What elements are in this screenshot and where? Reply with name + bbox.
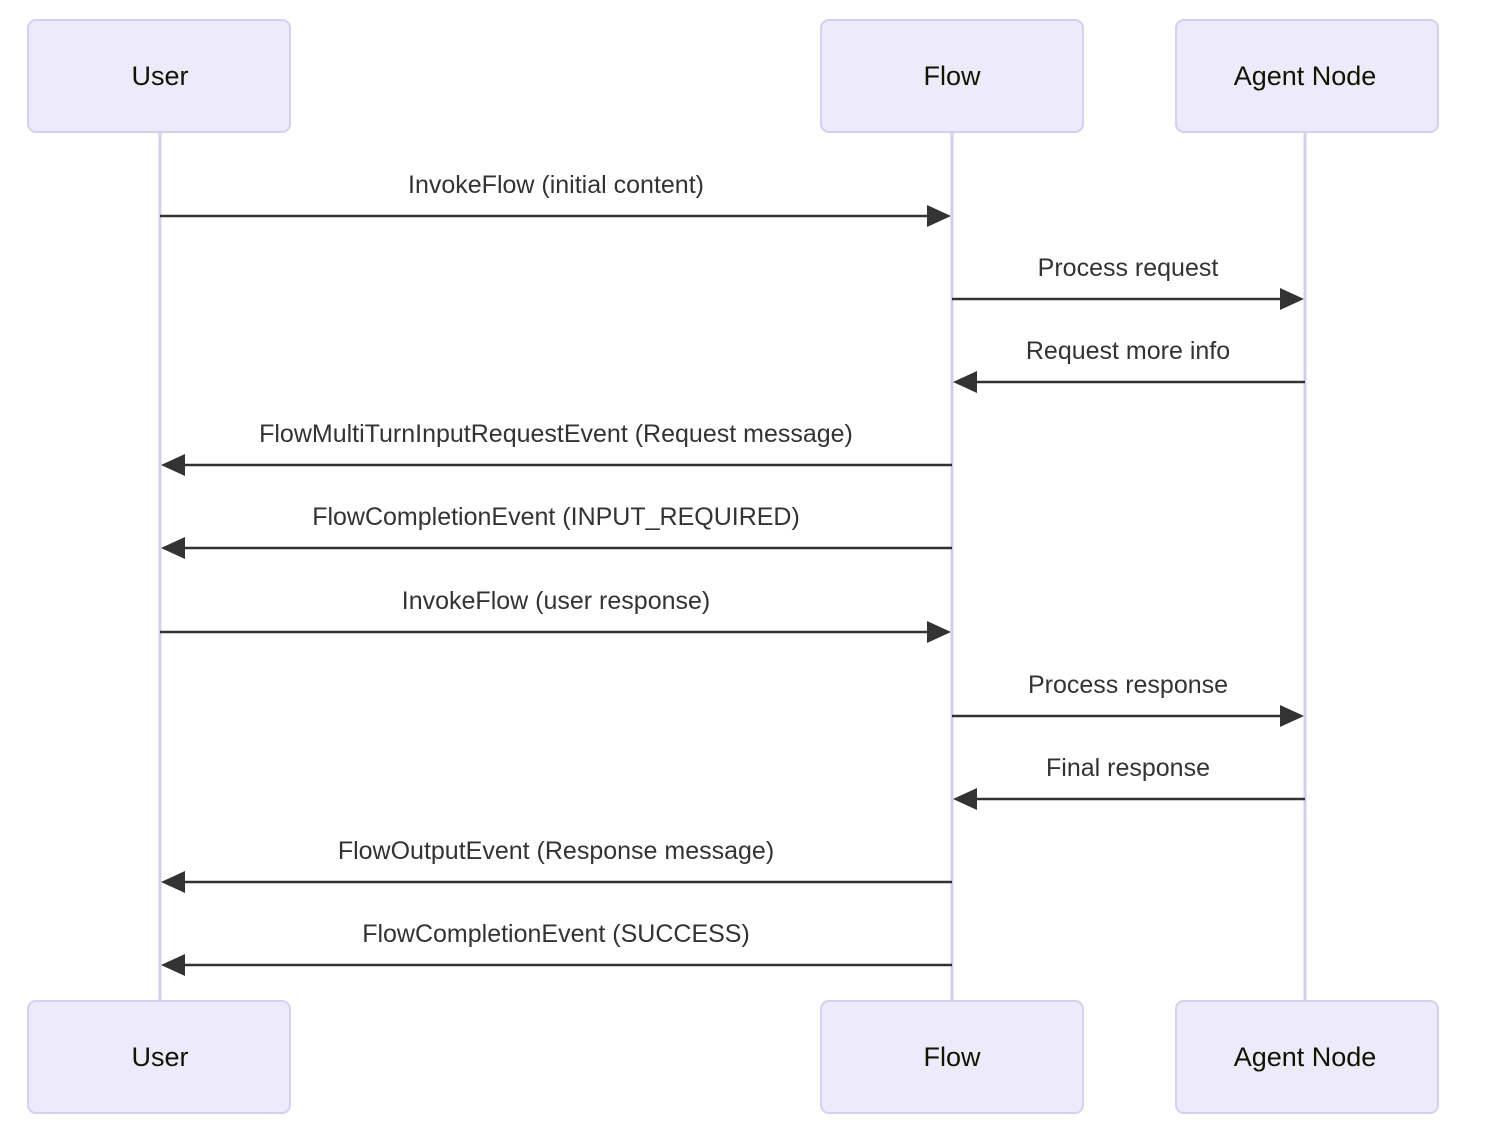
actor-box-agent-bottom[interactable]: Agent Node <box>1175 1000 1439 1114</box>
message-label: Process request <box>1038 254 1219 282</box>
actor-rect <box>1175 1000 1439 1114</box>
message-1[interactable]: InvokeFlow (initial content) <box>160 171 951 227</box>
actor-boxes-bottom: User Flow Agent Node <box>27 1000 1439 1114</box>
message-10[interactable]: FlowCompletionEvent (SUCCESS) <box>161 920 952 976</box>
message-label: FlowOutputEvent (Response message) <box>338 837 774 865</box>
arrowhead-left <box>161 454 185 476</box>
actor-label-agent-bottom: Agent Node <box>1234 1042 1377 1072</box>
arrowhead-right <box>1280 705 1304 727</box>
actor-box-flow-top[interactable]: Flow <box>820 19 1084 133</box>
actor-rect <box>820 1000 1084 1114</box>
message-label: Final response <box>1046 754 1210 782</box>
message-6[interactable]: InvokeFlow (user response) <box>160 587 951 643</box>
message-label: FlowCompletionEvent (SUCCESS) <box>362 920 750 948</box>
message-2[interactable]: Process request <box>952 254 1304 310</box>
arrowhead-left <box>161 954 185 976</box>
actor-label-flow-top: Flow <box>923 61 981 91</box>
message-4[interactable]: FlowMultiTurnInputRequestEvent (Request … <box>161 420 952 476</box>
actor-box-user-bottom[interactable]: User <box>27 1000 291 1114</box>
message-3[interactable]: Request more info <box>953 337 1305 393</box>
message-label: FlowCompletionEvent (INPUT_REQUIRED) <box>312 503 800 531</box>
arrowhead-left <box>953 371 977 393</box>
arrowhead-left <box>161 537 185 559</box>
actor-label-agent-top: Agent Node <box>1234 61 1377 91</box>
actor-box-agent-top[interactable]: Agent Node <box>1175 19 1439 133</box>
actor-rect <box>820 19 1084 133</box>
actor-boxes-top: User Flow Agent Node <box>27 19 1439 133</box>
actor-box-user-top[interactable]: User <box>27 19 291 133</box>
message-7[interactable]: Process response <box>952 671 1304 727</box>
arrowhead-left <box>953 788 977 810</box>
arrowhead-right <box>927 205 951 227</box>
message-9[interactable]: FlowOutputEvent (Response message) <box>161 837 952 893</box>
arrowhead-left <box>161 871 185 893</box>
message-label: Process response <box>1028 671 1228 699</box>
message-5[interactable]: FlowCompletionEvent (INPUT_REQUIRED) <box>161 503 952 559</box>
actor-rect <box>27 1000 291 1114</box>
actor-label-user-top: User <box>131 61 188 91</box>
arrowhead-right <box>927 621 951 643</box>
messages-group: InvokeFlow (initial content) Process req… <box>160 171 1305 976</box>
message-label: FlowMultiTurnInputRequestEvent (Request … <box>259 420 853 448</box>
arrowhead-right <box>1280 288 1304 310</box>
message-label: InvokeFlow (initial content) <box>408 171 704 199</box>
actor-rect <box>1175 19 1439 133</box>
actor-rect <box>27 19 291 133</box>
actor-label-flow-bottom: Flow <box>923 1042 981 1072</box>
actor-label-user-bottom: User <box>131 1042 188 1072</box>
message-8[interactable]: Final response <box>953 754 1305 810</box>
message-label: Request more info <box>1026 337 1230 365</box>
message-label: InvokeFlow (user response) <box>402 587 710 615</box>
lifelines-group <box>158 132 1307 1001</box>
actor-box-flow-bottom[interactable]: Flow <box>820 1000 1084 1114</box>
